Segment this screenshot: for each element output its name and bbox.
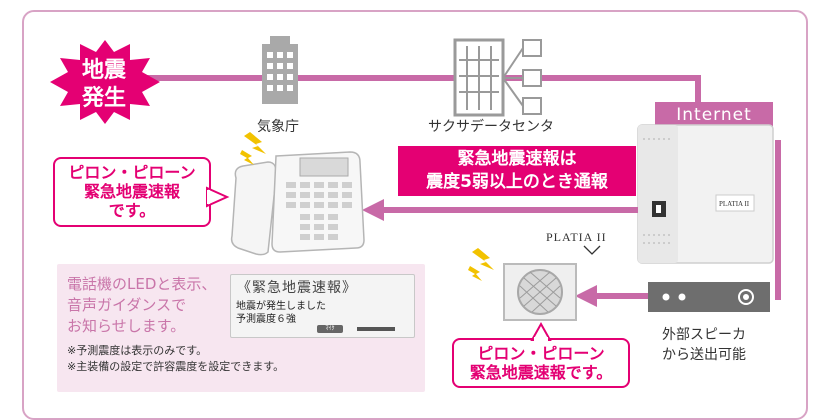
logo-check-mark: [583, 245, 601, 255]
internet-label: Internet: [655, 102, 773, 128]
server-right-line: [775, 140, 781, 300]
speaker-label-line1: 外部スピーカ: [662, 327, 746, 343]
phone-bubble-tail: [206, 186, 230, 208]
server-vertical-line: [695, 75, 701, 105]
earthquake-badge-line2: 発生: [82, 86, 127, 111]
notice-small2: ※主装備の設定で許容震度を設定できます。: [67, 360, 285, 373]
lightning-speaker-icon: [468, 248, 494, 281]
arrow-to-speaker-line: [594, 293, 649, 299]
product-logo: PLATIA II: [546, 230, 607, 244]
alert-line2: 震度5弱以上のとき通報: [426, 172, 608, 192]
speaker-grille-icon: [503, 263, 577, 321]
notice-line3: お知らせします。: [67, 317, 186, 335]
notice-line1: 電話機のLEDと表示、: [67, 275, 217, 293]
lcd-title: 《緊急地震速報》: [237, 280, 357, 296]
speaker-bubble-line2: 緊急地震速報です。: [469, 363, 613, 382]
phone-bubble-line1: ピロン・ピローン: [68, 163, 196, 182]
top-connection-line: [140, 75, 700, 81]
speaker-bubble-tail: [530, 321, 552, 341]
notice-small1: ※予測震度は表示のみです。: [67, 344, 208, 357]
earthquake-burst-icon: [50, 40, 160, 124]
datacenter-label: サクサデータセンタ: [428, 119, 554, 135]
speaker-label-line2: から送出可能: [662, 347, 746, 363]
arrow-to-speaker-head: [575, 285, 597, 307]
speaker-bubble-line1: ピロン・ピローン: [477, 344, 605, 363]
lcd-line1: 地震が発生しました: [236, 301, 326, 312]
phone-bubble-line2: 緊急地震速報: [83, 182, 180, 201]
datacenter-icon: [453, 38, 542, 117]
external-speaker-device-icon: [648, 282, 770, 312]
desk-phone-icon: [230, 151, 365, 256]
building-icon: [262, 36, 298, 104]
alert-line1: 緊急地震速報は: [457, 149, 577, 169]
notice-panel: 電話機のLEDと表示、 音声ガイダンスで お知らせします。 ※予測震度は表示のみ…: [57, 264, 425, 392]
lightning-phone-icon: [240, 132, 266, 165]
speaker-alert-bubble: ピロン・ピローン 緊急地震速報です。: [452, 338, 630, 388]
lcd-softkey-mic: ﾏｲｸ: [317, 325, 343, 333]
lcd-line2: 予測震度６強: [236, 314, 296, 325]
svg-text:PLATIA II: PLATIA II: [719, 200, 750, 208]
agency-label: 気象庁: [257, 119, 299, 135]
notice-main-text: 電話機のLEDと表示、 音声ガイダンスで お知らせします。: [67, 274, 216, 337]
phone-alert-bubble: ピロン・ピローン 緊急地震速報 です。: [53, 157, 211, 227]
earthquake-badge-line1: 地震: [82, 58, 127, 83]
lcd-display: 《緊急地震速報》 地震が発生しました 予測震度６強 ﾏｲｸ: [230, 274, 415, 338]
notice-line2: 音声ガイダンスで: [67, 296, 187, 314]
arrow-to-phone-head: [362, 199, 384, 221]
lcd-softkey-bar: [357, 327, 395, 331]
arrow-to-phone-line: [382, 207, 638, 213]
server-unit-icon: PLATIA II: [637, 124, 774, 264]
alert-condition-box: 緊急地震速報は 震度5弱以上のとき通報: [398, 146, 636, 196]
phone-bubble-line3: です。: [108, 201, 156, 220]
